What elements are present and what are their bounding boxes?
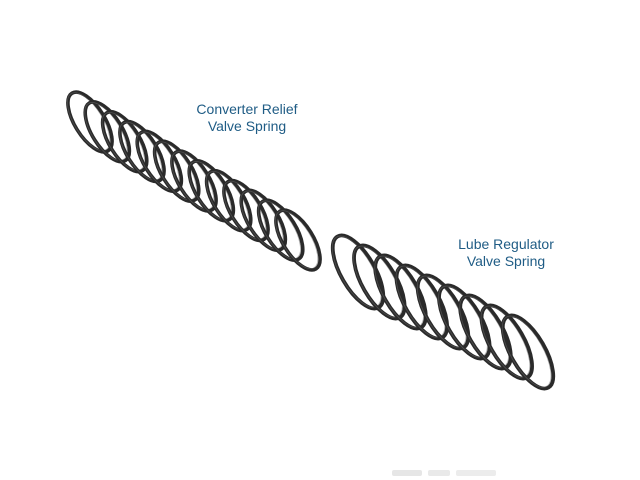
spring-coil-highlight [205, 171, 249, 230]
faint-watermark [392, 470, 496, 476]
lube-regulator-label-line2: Valve Spring [466, 253, 546, 269]
spring-coil-highlight [257, 200, 301, 260]
spring-coil-highlight [275, 210, 319, 270]
spring-coil-highlight [153, 141, 197, 201]
spring-coil-highlight [171, 151, 215, 211]
spring-coil-highlight [240, 190, 284, 250]
spring-coil-highlight [101, 112, 145, 171]
spring-coil-highlight [119, 121, 163, 181]
spring-coil-highlight [84, 102, 128, 161]
spring-coil-highlight [188, 161, 232, 220]
spring-coil-highlight [501, 315, 552, 388]
spring-coil-highlight [136, 131, 180, 191]
lube-regulator-label-line1: Lube Regulator [458, 236, 554, 252]
spring-coil-highlight [67, 92, 111, 152]
converter-relief-label: Converter Relief Valve Spring [178, 101, 316, 135]
converter-relief-label-line1: Converter Relief [196, 101, 298, 117]
converter-relief-label-line2: Valve Spring [207, 118, 287, 134]
spring-coil-highlight [223, 180, 267, 240]
lube-regulator-valve-spring [330, 233, 556, 391]
lube-regulator-label: Lube Regulator Valve Spring [437, 236, 575, 270]
converter-relief-valve-spring [66, 90, 322, 272]
